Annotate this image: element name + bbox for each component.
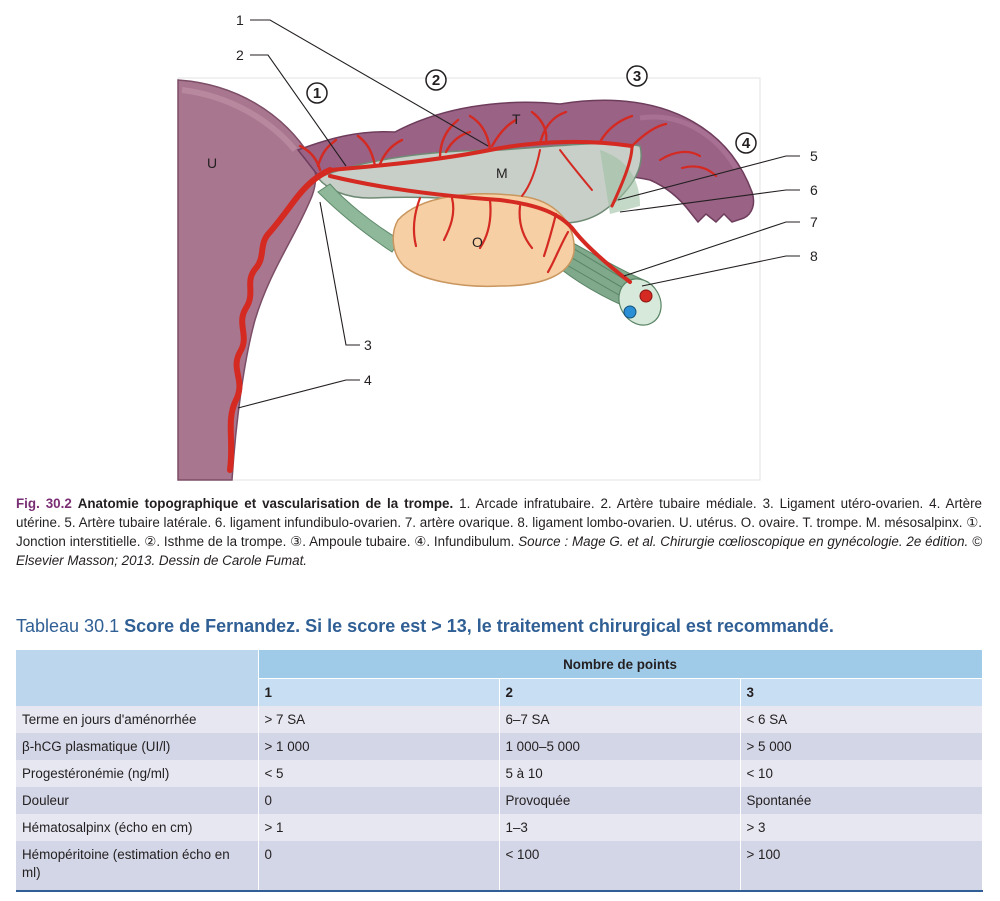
table-cell: 0	[258, 841, 500, 892]
label-uterus: U	[207, 155, 217, 171]
label-8: 8	[810, 248, 818, 264]
source-label: Source :	[518, 534, 569, 549]
table-cell: 5 à 10	[499, 760, 741, 787]
svg-text:3: 3	[633, 68, 641, 85]
label-tube: T	[512, 111, 521, 127]
column-header-3: 3	[740, 678, 983, 706]
row-label: β-hCG plasmatique (UI/l)	[16, 733, 259, 760]
table-title: Tableau 30.1 Score de Fernandez. Si le s…	[16, 616, 834, 637]
row-label: Hématosalpinx (écho en cm)	[16, 814, 259, 841]
table-corner-cell	[16, 650, 259, 706]
label-5: 5	[810, 148, 818, 164]
column-header-1: 1	[258, 678, 500, 706]
svg-text:1: 1	[313, 85, 321, 102]
anatomy-illustration: 1 2 3 4 5 6 7 8 1 2 3 4 U T M O	[177, 12, 818, 481]
table-cell: 0	[258, 787, 500, 814]
table-cell: Provoquée	[499, 787, 741, 814]
circled-label-2: 2	[425, 69, 447, 91]
table-row: Hématosalpinx (écho en cm) > 1 1–3 > 3	[16, 814, 983, 841]
table-cell: 1–3	[499, 814, 741, 841]
label-mesosalpinx: M	[496, 165, 508, 181]
circled-label-4: 4	[735, 132, 757, 154]
table-cell: Spontanée	[740, 787, 983, 814]
anatomy-figure: 1 2 3 4 5 6 7 8 1 2 3 4 U T M O	[177, 12, 818, 481]
figure-legend: 1. Arcade infratubaire. 2. Artère tubair…	[16, 496, 982, 549]
label-7: 7	[810, 214, 818, 230]
leader-lines	[237, 19, 800, 409]
label-3: 3	[364, 337, 372, 353]
figure-title: Anatomie topographique et vascularisatio…	[77, 496, 454, 511]
table-row: β-hCG plasmatique (UI/l) > 1 000 1 000–5…	[16, 733, 983, 760]
table-row: Douleur 0 Provoquée Spontanée	[16, 787, 983, 814]
table-cell: 6–7 SA	[499, 706, 741, 733]
table-heading: Score de Fernandez. Si le score est > 13…	[124, 616, 834, 636]
table-cell: < 5	[258, 760, 500, 787]
svg-text:4: 4	[742, 135, 751, 152]
table-cell: > 7 SA	[258, 706, 500, 733]
table-cell: < 100	[499, 841, 741, 892]
source-text: Mage G. et al. Chirurgie cœlioscopique e…	[16, 534, 982, 568]
table-cell: < 10	[740, 760, 983, 787]
table-cell: > 5 000	[740, 733, 983, 760]
row-label: Hémopéritoine (estimation écho en ml)	[16, 841, 259, 892]
fernandez-score-table: Nombre de points 1 2 3 Terme en jours d'…	[16, 650, 983, 892]
row-label: Terme en jours d'aménorrhée	[16, 706, 259, 733]
group-header: Nombre de points	[258, 650, 983, 679]
table-number: Tableau 30.1	[16, 616, 120, 636]
circled-label-1: 1	[306, 82, 328, 104]
figure-number: Fig. 30.2	[16, 496, 72, 511]
row-label: Progestéronémie (ng/ml)	[16, 760, 259, 787]
svg-text:2: 2	[432, 72, 440, 89]
label-6: 6	[810, 182, 818, 198]
table-row: Progestéronémie (ng/ml) < 5 5 à 10 < 10	[16, 760, 983, 787]
row-label: Douleur	[16, 787, 259, 814]
table-row: Terme en jours d'aménorrhée > 7 SA 6–7 S…	[16, 706, 983, 733]
label-4: 4	[364, 372, 372, 388]
table-cell: > 1 000	[258, 733, 500, 760]
artery-network	[227, 110, 718, 473]
circled-label-3: 3	[626, 65, 648, 87]
column-header-2: 2	[499, 678, 741, 706]
table-cell: > 1	[258, 814, 500, 841]
table-row: Hémopéritoine (estimation écho en ml) 0 …	[16, 841, 983, 892]
label-1: 1	[236, 12, 244, 28]
table-cell: > 3	[740, 814, 983, 841]
label-2: 2	[236, 47, 244, 63]
table-cell: > 100	[740, 841, 983, 892]
table-cell: 1 000–5 000	[499, 733, 741, 760]
figure-caption: Fig. 30.2 Anatomie topographique et vasc…	[16, 494, 982, 570]
table-cell: < 6 SA	[740, 706, 983, 733]
label-ovary: O	[472, 234, 483, 250]
